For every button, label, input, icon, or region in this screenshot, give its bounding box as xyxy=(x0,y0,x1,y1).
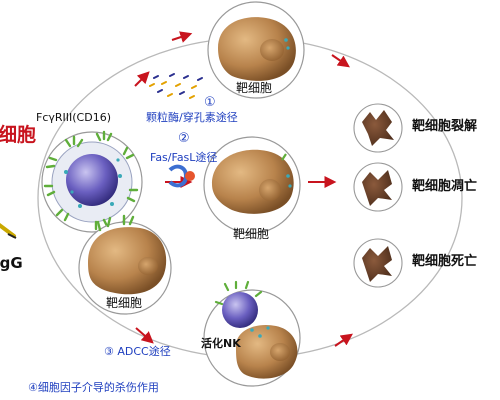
path2-label: Fas/FasL途径 xyxy=(150,151,218,164)
path3-label: ③ ADCC途径 xyxy=(104,345,171,358)
target-cell-top xyxy=(207,1,305,99)
granzyme-particles-icon xyxy=(149,73,203,99)
outcome-death-label: 靶细胞死亡 xyxy=(412,254,478,269)
target-cell-middle xyxy=(203,136,301,234)
path1-label: 颗粒酶/穿孔素途径 xyxy=(146,111,238,124)
fc-receptor-icons xyxy=(43,130,139,231)
path1-number: ① xyxy=(204,95,216,110)
target-mid-label: 靶细胞 xyxy=(233,227,270,241)
path2-number: ② xyxy=(178,131,190,146)
igg-icon xyxy=(0,223,17,239)
fas-fasl-icon xyxy=(168,164,195,188)
igg-label: IgG xyxy=(0,254,23,272)
target-left-label: 靶细胞 xyxy=(106,296,143,310)
granule-dots xyxy=(64,158,122,208)
nk-cell-label: 细胞 xyxy=(0,124,37,146)
dead-cell-middle xyxy=(353,162,403,212)
nk-cell-group xyxy=(41,130,143,233)
activated-nk-label: 活化NK xyxy=(201,337,241,350)
outcome-apoptosis-label: 靶细胞凋亡 xyxy=(412,179,478,194)
dead-cell-bottom xyxy=(353,238,403,288)
outcome-lysis-label: 靶细胞裂解 xyxy=(412,119,478,134)
path4-label: ④细胞因子介导的杀伤作用 xyxy=(28,381,159,394)
nk-cell-nucleus xyxy=(66,154,118,206)
target-cell-left xyxy=(78,214,172,315)
receptor-label: FcγRIII(CD16) xyxy=(36,111,111,124)
dead-cell-top xyxy=(353,103,403,153)
target-top-label: 靶细胞 xyxy=(236,81,273,95)
activated-nk-group xyxy=(203,280,301,387)
